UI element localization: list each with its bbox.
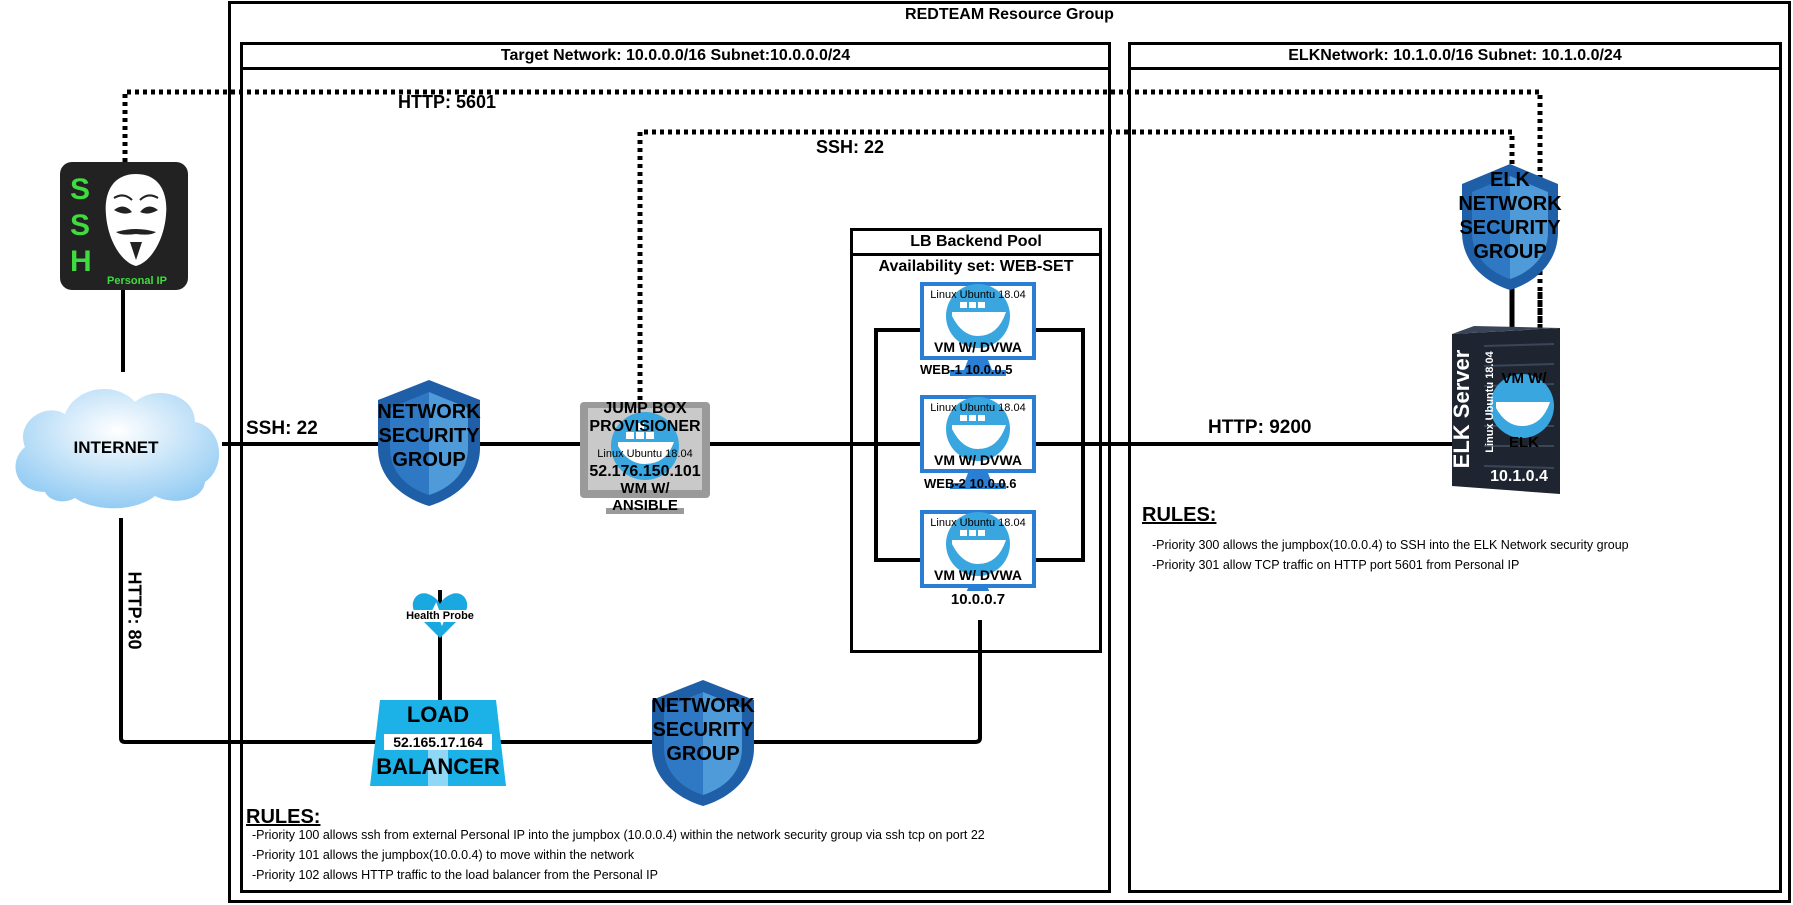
cloud-icon [15, 388, 220, 509]
nsg-lb-line2: SECURITY [652, 719, 754, 741]
health-probe-label: Health Probe [390, 610, 490, 622]
vm1-label: VM W/ DVWA [934, 339, 1022, 355]
monitor-icon [920, 395, 1036, 489]
vm-web-1: Linux Ubuntu 18.04 VM W/ DVWA [918, 280, 1038, 390]
nsg-elk-connectors [1509, 292, 1543, 332]
nsg-lb: NETWORK SECURITY GROUP [650, 678, 756, 808]
ssh-letter-s1: S [70, 173, 91, 206]
vm3-label: VM W/ DVWA [934, 567, 1022, 583]
jumpbox-title-line2: PROVISIONER [589, 418, 701, 435]
ssh-letter-s2: S [70, 209, 91, 242]
lb-line1: LOAD [406, 702, 470, 727]
elk-ip: 10.1.0.4 [1490, 468, 1548, 485]
nsg-target-line1: NETWORK [377, 401, 481, 423]
vm3-name: 10.0.0.7 [918, 591, 1038, 608]
elk-rules-title: RULES: [1142, 504, 1217, 526]
shield-icon [652, 680, 754, 806]
server-rack-icon [1452, 326, 1560, 494]
nsg-target-line2: SECURITY [378, 425, 480, 447]
nsg-elk-line1: ELK [1490, 169, 1530, 191]
vm2-os: Linux Ubuntu 18.04 [930, 402, 1026, 414]
resource-group-title: REDTEAM Resource Group [905, 6, 1114, 23]
target-rule-2: -Priority 101 allows the jumpbox(10.0.0.… [252, 848, 635, 862]
http-80-label: HTTP: 80 [124, 571, 145, 650]
nsg-lb-line1: NETWORK [651, 695, 755, 717]
lb-backend-pool: LB Backend Pool Availability set: WEB-SE… [850, 228, 1102, 653]
jumpbox-os: Linux Ubuntu 18.04 [597, 448, 693, 460]
target-network-box: Target Network: 10.0.0.0/16 Subnet:10.0.… [240, 42, 1111, 893]
personal-ip-label: Personal IP [107, 275, 167, 287]
http80-line [119, 518, 982, 744]
lb-ip: 52.165.17.164 [384, 734, 492, 750]
nsg-elk-line3: SECURITY [1459, 217, 1561, 239]
nsg-elk-line4: GROUP [1473, 241, 1547, 263]
shield-icon [378, 380, 480, 506]
shield-icon [1462, 164, 1558, 290]
vm1-name: WEB-1 10.0.0.5 [920, 362, 1013, 377]
target-rule-1: -Priority 100 allows ssh from external P… [252, 828, 985, 842]
ssh-22-left-label: SSH: 22 [246, 418, 318, 439]
http-9200-label: HTTP: 9200 [1208, 417, 1312, 438]
elk-rule-1: -Priority 300 allows the jumpbox(10.0.0.… [1152, 538, 1629, 552]
vm-web-3: Linux Ubuntu 18.04 VM W/ DVWA 10.0.0.7 [918, 508, 1038, 618]
ssh22-dotted [637, 129, 1515, 400]
monitor-icon [920, 510, 1036, 604]
nsg-target: NETWORK SECURITY GROUP [376, 378, 482, 508]
vm2-label: VM W/ DVWA [934, 452, 1022, 468]
backend-pool-title: LB Backend Pool [853, 231, 1099, 256]
lb-line2: BALANCER [376, 754, 500, 779]
mask-icon [105, 174, 167, 266]
elk-network-box: ELKNetwork: 10.1.0.0/16 Subnet: 10.1.0.0… [1128, 42, 1782, 893]
laptop-icon [580, 402, 710, 514]
vm1-os: Linux Ubuntu 18.04 [930, 289, 1026, 301]
vm-web-2: Linux Ubuntu 18.04 VM W/ DVWA [918, 393, 1038, 503]
target-rule-3: -Priority 102 allows HTTP traffic to the… [252, 868, 658, 882]
monitor-icon [920, 282, 1036, 376]
internet-label: INTERNET [73, 438, 159, 457]
resource-group-box: REDTEAM Resource Group [228, 1, 1791, 903]
ssh-user-icon: S S H Personal IP [60, 162, 188, 290]
vm2-name: WEB-2 10.0.0.6 [924, 476, 1017, 491]
jumpbox-desc-line2: ANSIBLE [612, 497, 678, 514]
nsg-elk-line2: NETWORK [1458, 193, 1562, 215]
nsg-elk: ELK NETWORK SECURITY GROUP [1458, 162, 1562, 292]
elk-server-title: ELK Server [1449, 349, 1474, 469]
jumpbox-desc-line1: WM W/ [620, 480, 670, 497]
nsg-target-line3: GROUP [392, 449, 466, 471]
jumpbox: JUMP BOX PROVISIONER Linux Ubuntu 18.04 … [578, 400, 712, 522]
vm3-os: Linux Ubuntu 18.04 [930, 517, 1026, 529]
internet-cloud: INTERNET [5, 372, 227, 518]
jumpbox-title-line1: JUMP BOX [603, 400, 687, 417]
elk-vm-label: VM W/ [1501, 370, 1547, 387]
target-network-title: Target Network: 10.0.0.0/16 Subnet:10.0.… [243, 45, 1108, 70]
ssh-22-top-label: SSH: 22 [816, 137, 885, 157]
availability-set-label: Availability set: WEB-SET [878, 258, 1074, 275]
elk-label: ELK [1509, 434, 1539, 451]
http-5601-label: HTTP: 5601 [398, 92, 497, 112]
elk-server: ELK Server Linux Ubuntu 18.04 VM W/ ELK … [1444, 326, 1568, 496]
elk-rule-2: -Priority 301 allow TCP traffic on HTTP … [1152, 558, 1520, 572]
elk-network-title: ELKNetwork: 10.1.0.0/16 Subnet: 10.1.0.0… [1131, 45, 1779, 70]
jumpbox-ip: 52.176.150.101 [589, 463, 701, 480]
nsg-lb-line3: GROUP [666, 743, 740, 765]
target-rules-title: RULES: [246, 806, 321, 828]
load-balancer: LOAD 52.165.17.164 BALANCER [368, 698, 508, 788]
ssh-letter-h: H [70, 245, 92, 278]
